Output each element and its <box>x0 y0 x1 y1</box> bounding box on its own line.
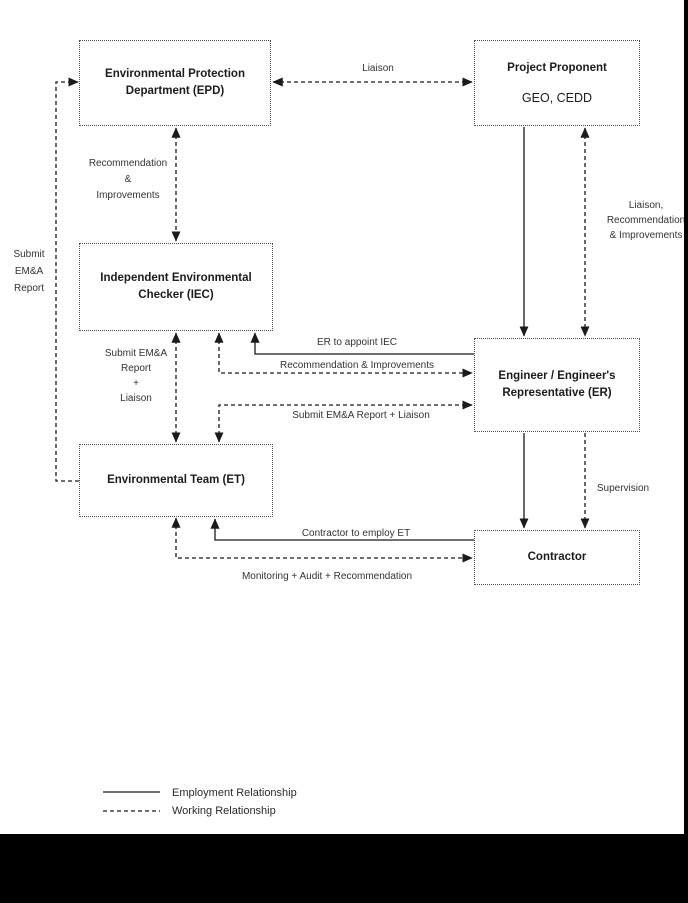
node-iec: Independent Environmental Checker (IEC) <box>79 243 273 331</box>
page-frame-right <box>684 0 688 903</box>
connector-er-appoint-iec <box>250 332 474 355</box>
node-epd: Environmental Protection Department (EPD… <box>79 40 271 126</box>
legend-working-label: Working Relationship <box>172 805 276 817</box>
edge-label-liaison: Liaison <box>362 63 394 74</box>
node-et-label: Environmental Team (ET) <box>107 474 245 486</box>
connector-et-er-submit-report <box>214 400 473 443</box>
node-project-proponent: Project Proponent GEO, CEDD <box>474 40 640 126</box>
edge-label-supervision: Supervision <box>596 483 650 494</box>
edge-label-submit-report-liaison-vertical: Submit EM&A Report + Liaison <box>104 348 168 404</box>
edge-label-recommendation-improvements-epd-iec: Recommendation & Improvements <box>88 158 168 201</box>
edge-label-monitoring-audit-recommendation: Monitoring + Audit + Recommendation <box>241 571 413 582</box>
edge-label-contractor-to-employ-et: Contractor to employ ET <box>301 528 411 539</box>
node-epd-label: Environmental Protection Department (EPD… <box>105 68 245 97</box>
node-project-proponent-subtitle: GEO, CEDD <box>521 90 593 105</box>
node-iec-label: Independent Environmental Checker (IEC) <box>100 272 252 301</box>
node-et: Environmental Team (ET) <box>79 444 273 517</box>
edge-label-liaison-recommendation-improvements: Liaison, Recommendation & Improvements <box>606 200 686 241</box>
edge-label-submit-emna-report: Submit EM&A Report <box>13 249 45 294</box>
node-er: Engineer / Engineer's Representative (ER… <box>474 338 640 432</box>
connector-contractor-employ-et <box>210 518 474 541</box>
edge-label-er-to-appoint-iec: ER to appoint IEC <box>316 337 398 348</box>
legend-employment-label: Employment Relationship <box>172 787 297 799</box>
page-frame-bottom <box>0 834 688 903</box>
edge-label-recommendation-improvements-iec-er: Recommendation & Improvements <box>280 360 434 371</box>
connector-et-epd-submit-report <box>55 77 79 482</box>
node-project-proponent-title: Project Proponent <box>507 61 607 74</box>
node-er-label: Engineer / Engineer's Representative (ER… <box>498 370 616 399</box>
edge-label-submit-report-liaison: Submit EM&A Report + Liaison <box>292 410 430 421</box>
node-contractor-label: Contractor <box>527 551 587 563</box>
connector-layer <box>55 77 590 812</box>
node-contractor: Contractor <box>474 530 640 585</box>
